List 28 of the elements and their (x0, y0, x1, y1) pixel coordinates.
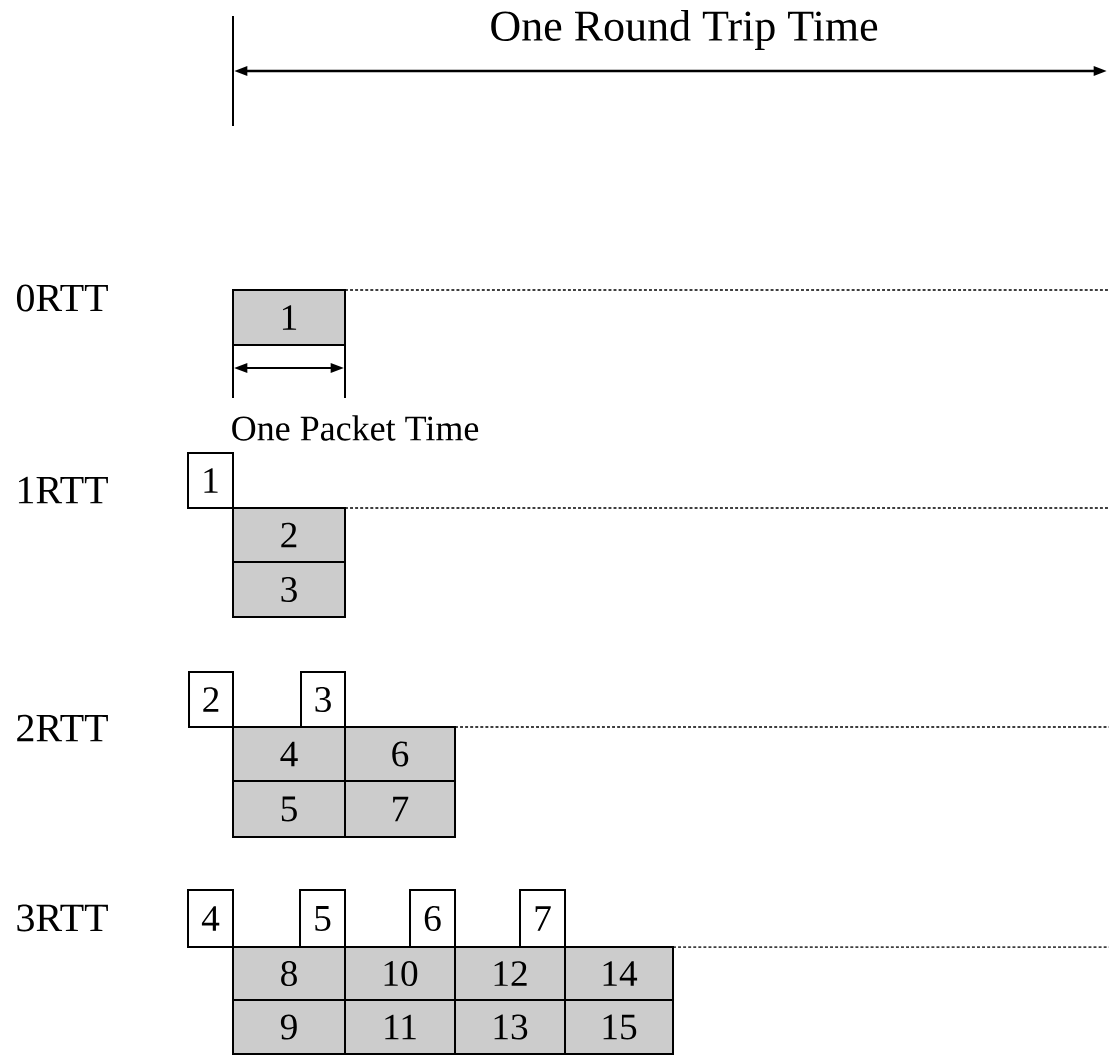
dimension-label: One Round Trip Time (491, 10, 878, 50)
packet-box: 15 (564, 999, 674, 1055)
ack-box: 3 (300, 671, 346, 728)
packet-box: 2 (232, 507, 346, 563)
packet-box: 6 (344, 726, 456, 782)
packet-box: 5 (232, 780, 346, 838)
packet-box: 14 (564, 946, 674, 1001)
ack-box: 6 (409, 889, 456, 948)
packet-box: 11 (344, 999, 456, 1055)
ack-box: 2 (188, 671, 234, 728)
row-label: 0RTT (16, 284, 108, 312)
packet-box: 12 (454, 946, 566, 1001)
packet-box: 13 (454, 999, 566, 1055)
ack-box: 4 (187, 889, 234, 948)
ack-box: 5 (299, 889, 346, 948)
dimension-label: One Packet Time (232, 415, 479, 441)
packet-box: 3 (232, 561, 346, 618)
ack-box: 1 (187, 452, 234, 509)
packet-box: 4 (232, 726, 346, 782)
packet-box: 9 (232, 999, 346, 1055)
row-label: 3RTT (17, 904, 108, 932)
packet-box: 1 (232, 289, 346, 346)
row-label: 1RTT (18, 476, 108, 504)
row-label: 2RTT (17, 714, 108, 742)
packet-box: 10 (344, 946, 456, 1001)
ack-box: 7 (519, 889, 566, 948)
packet-box: 7 (344, 780, 456, 838)
packet-box: 8 (232, 946, 346, 1001)
